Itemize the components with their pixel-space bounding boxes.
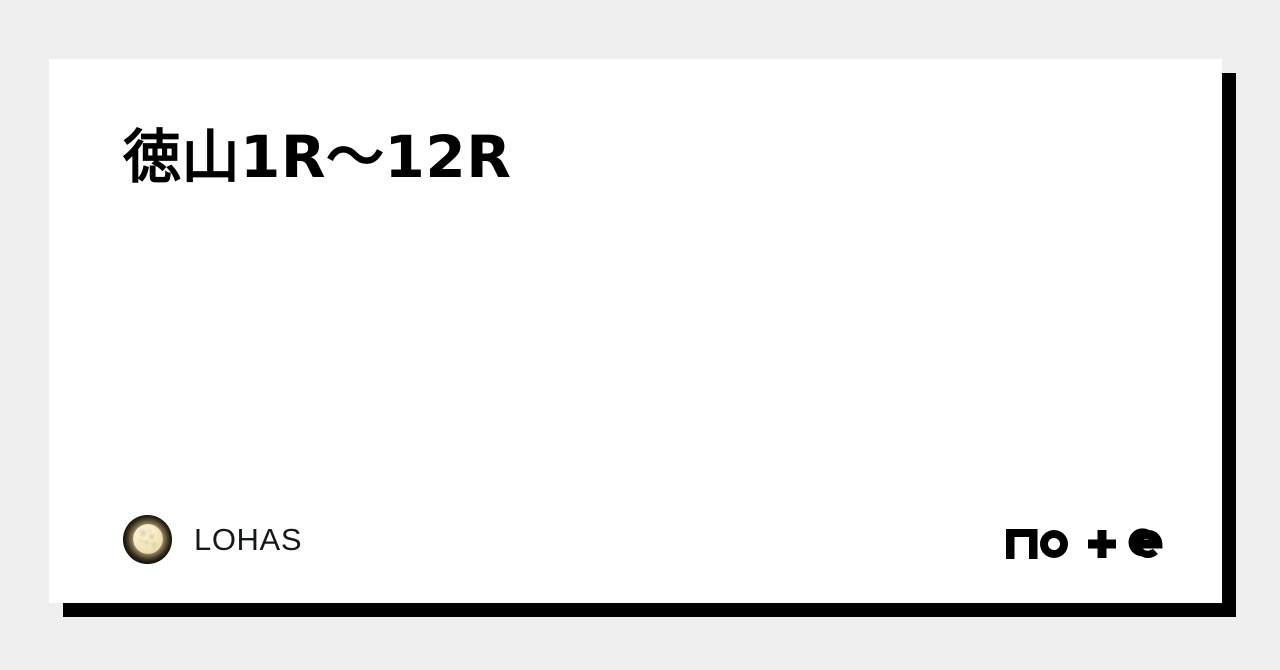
author-name: LOHAS bbox=[194, 521, 303, 557]
moon-avatar-icon bbox=[123, 514, 172, 564]
author-block[interactable]: LOHAS bbox=[123, 514, 303, 564]
page-title: 徳山1R〜12R bbox=[123, 123, 512, 191]
note-logo-icon[interactable] bbox=[1004, 517, 1170, 561]
moon-craters bbox=[132, 523, 163, 554]
moon-disc bbox=[132, 523, 163, 554]
card-footer: LOHAS bbox=[49, 475, 1222, 603]
note-share-card[interactable]: 徳山1R〜12R LOHAS bbox=[49, 59, 1222, 603]
